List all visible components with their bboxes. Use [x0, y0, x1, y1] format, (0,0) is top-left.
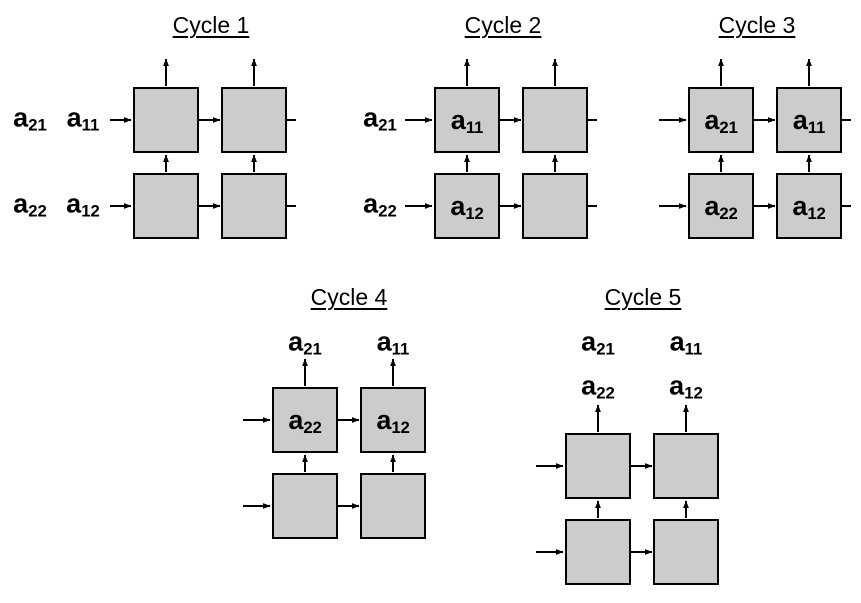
label-sub: 11: [684, 339, 703, 359]
cycle-5-output-label-left-row0: a21: [581, 326, 615, 359]
label-sub: 22: [303, 417, 322, 437]
label-sub: 21: [596, 339, 615, 359]
pe-label: a12: [792, 190, 826, 223]
cycle-2-pe-bottom-left[interactable]: a12: [434, 173, 500, 239]
label-base: a: [13, 102, 29, 133]
cycle-1-title: Cycle 1: [172, 12, 250, 38]
cycle-1-pe-top-left[interactable]: [133, 87, 199, 153]
label-sub: 22: [28, 201, 47, 221]
cycle-5-output-label-right-row1: a12: [669, 370, 703, 403]
cycle-5-output-label-right-row0: a11: [669, 326, 703, 359]
cycle-4-pe-top-left[interactable]: a22: [272, 387, 338, 453]
cycle-1-input-label-row1-b: a12: [66, 188, 100, 221]
cycle-5-pe-top-right[interactable]: [653, 433, 719, 499]
cycle-1-pe-top-right[interactable]: [221, 87, 287, 153]
label-base: a: [450, 104, 466, 135]
label-base: a: [669, 370, 685, 401]
cycle-4-pe-top-right[interactable]: a12: [360, 387, 426, 453]
label-base: a: [66, 102, 82, 133]
cycle-4-title: Cycle 4: [310, 284, 388, 310]
cycle-2-pe-top-right[interactable]: [522, 87, 588, 153]
label-sub: 21: [719, 117, 738, 137]
label-base: a: [581, 370, 597, 401]
label-base: a: [376, 404, 392, 435]
label-base: a: [704, 104, 720, 135]
label-base: a: [288, 404, 304, 435]
cycle-2-title: Cycle 2: [464, 12, 542, 38]
label-base: a: [376, 326, 392, 357]
pe-label: a12: [450, 190, 484, 223]
label-sub: 21: [28, 115, 47, 135]
cycle-3-pe-top-right[interactable]: a11: [776, 87, 842, 153]
label-base: a: [581, 326, 597, 357]
pe-label: a11: [792, 104, 826, 137]
label-sub: 11: [465, 117, 484, 137]
cycle-1-input-label-row1-a: a22: [13, 188, 47, 221]
pe-label: a11: [450, 104, 484, 137]
cycle-1-input-label-row0-a: a21: [13, 102, 47, 135]
pe-label: a21: [704, 104, 738, 137]
label-base: a: [704, 190, 720, 221]
cycle-4-pe-bottom-left[interactable]: [272, 473, 338, 539]
label-sub: 12: [391, 417, 410, 437]
cycle-5-output-label-left-row1: a22: [581, 370, 615, 403]
cycle-2-pe-top-left[interactable]: a11: [434, 87, 500, 153]
cycle-2-input-label-row1: a22: [363, 188, 397, 221]
cycle-4-output-label-left: a21: [288, 326, 322, 359]
cycle-3-pe-bottom-right[interactable]: a12: [776, 173, 842, 239]
cycle-3-title: Cycle 3: [718, 12, 796, 38]
label-base: a: [363, 188, 379, 219]
cycle-5-title: Cycle 5: [604, 284, 682, 310]
label-sub: 11: [807, 117, 826, 137]
label-sub: 22: [596, 383, 615, 403]
label-sub: 11: [391, 339, 410, 359]
label-sub: 22: [719, 203, 738, 223]
label-base: a: [792, 104, 808, 135]
label-base: a: [288, 326, 304, 357]
label-base: a: [669, 326, 685, 357]
label-sub: 12: [807, 203, 826, 223]
pe-label: a12: [376, 404, 410, 437]
label-base: a: [450, 190, 466, 221]
label-sub: 21: [303, 339, 322, 359]
label-sub: 11: [81, 115, 100, 135]
label-base: a: [66, 188, 82, 219]
cycle-2-input-label-row0: a21: [363, 102, 397, 135]
cycle-5-pe-bottom-left[interactable]: [565, 519, 631, 585]
cycle-3-pe-bottom-left[interactable]: a22: [688, 173, 754, 239]
label-sub: 22: [378, 201, 397, 221]
cycle-5-pe-bottom-right[interactable]: [653, 519, 719, 585]
cycle-4-pe-bottom-right[interactable]: [360, 473, 426, 539]
cycle-5-pe-top-left[interactable]: [565, 433, 631, 499]
label-base: a: [13, 188, 29, 219]
label-sub: 21: [378, 115, 397, 135]
label-sub: 12: [684, 383, 703, 403]
pe-label: a22: [288, 404, 322, 437]
label-base: a: [363, 102, 379, 133]
cycle-1-pe-bottom-right[interactable]: [221, 173, 287, 239]
cycle-3-pe-top-left[interactable]: a21: [688, 87, 754, 153]
label-sub: 12: [465, 203, 484, 223]
cycle-1-pe-bottom-left[interactable]: [133, 173, 199, 239]
cycle-1-input-label-row0-b: a11: [66, 102, 100, 135]
cycle-2-pe-bottom-right[interactable]: [522, 173, 588, 239]
label-sub: 12: [81, 201, 100, 221]
label-base: a: [792, 190, 808, 221]
cycle-4-output-label-right: a11: [376, 326, 410, 359]
pe-label: a22: [704, 190, 738, 223]
